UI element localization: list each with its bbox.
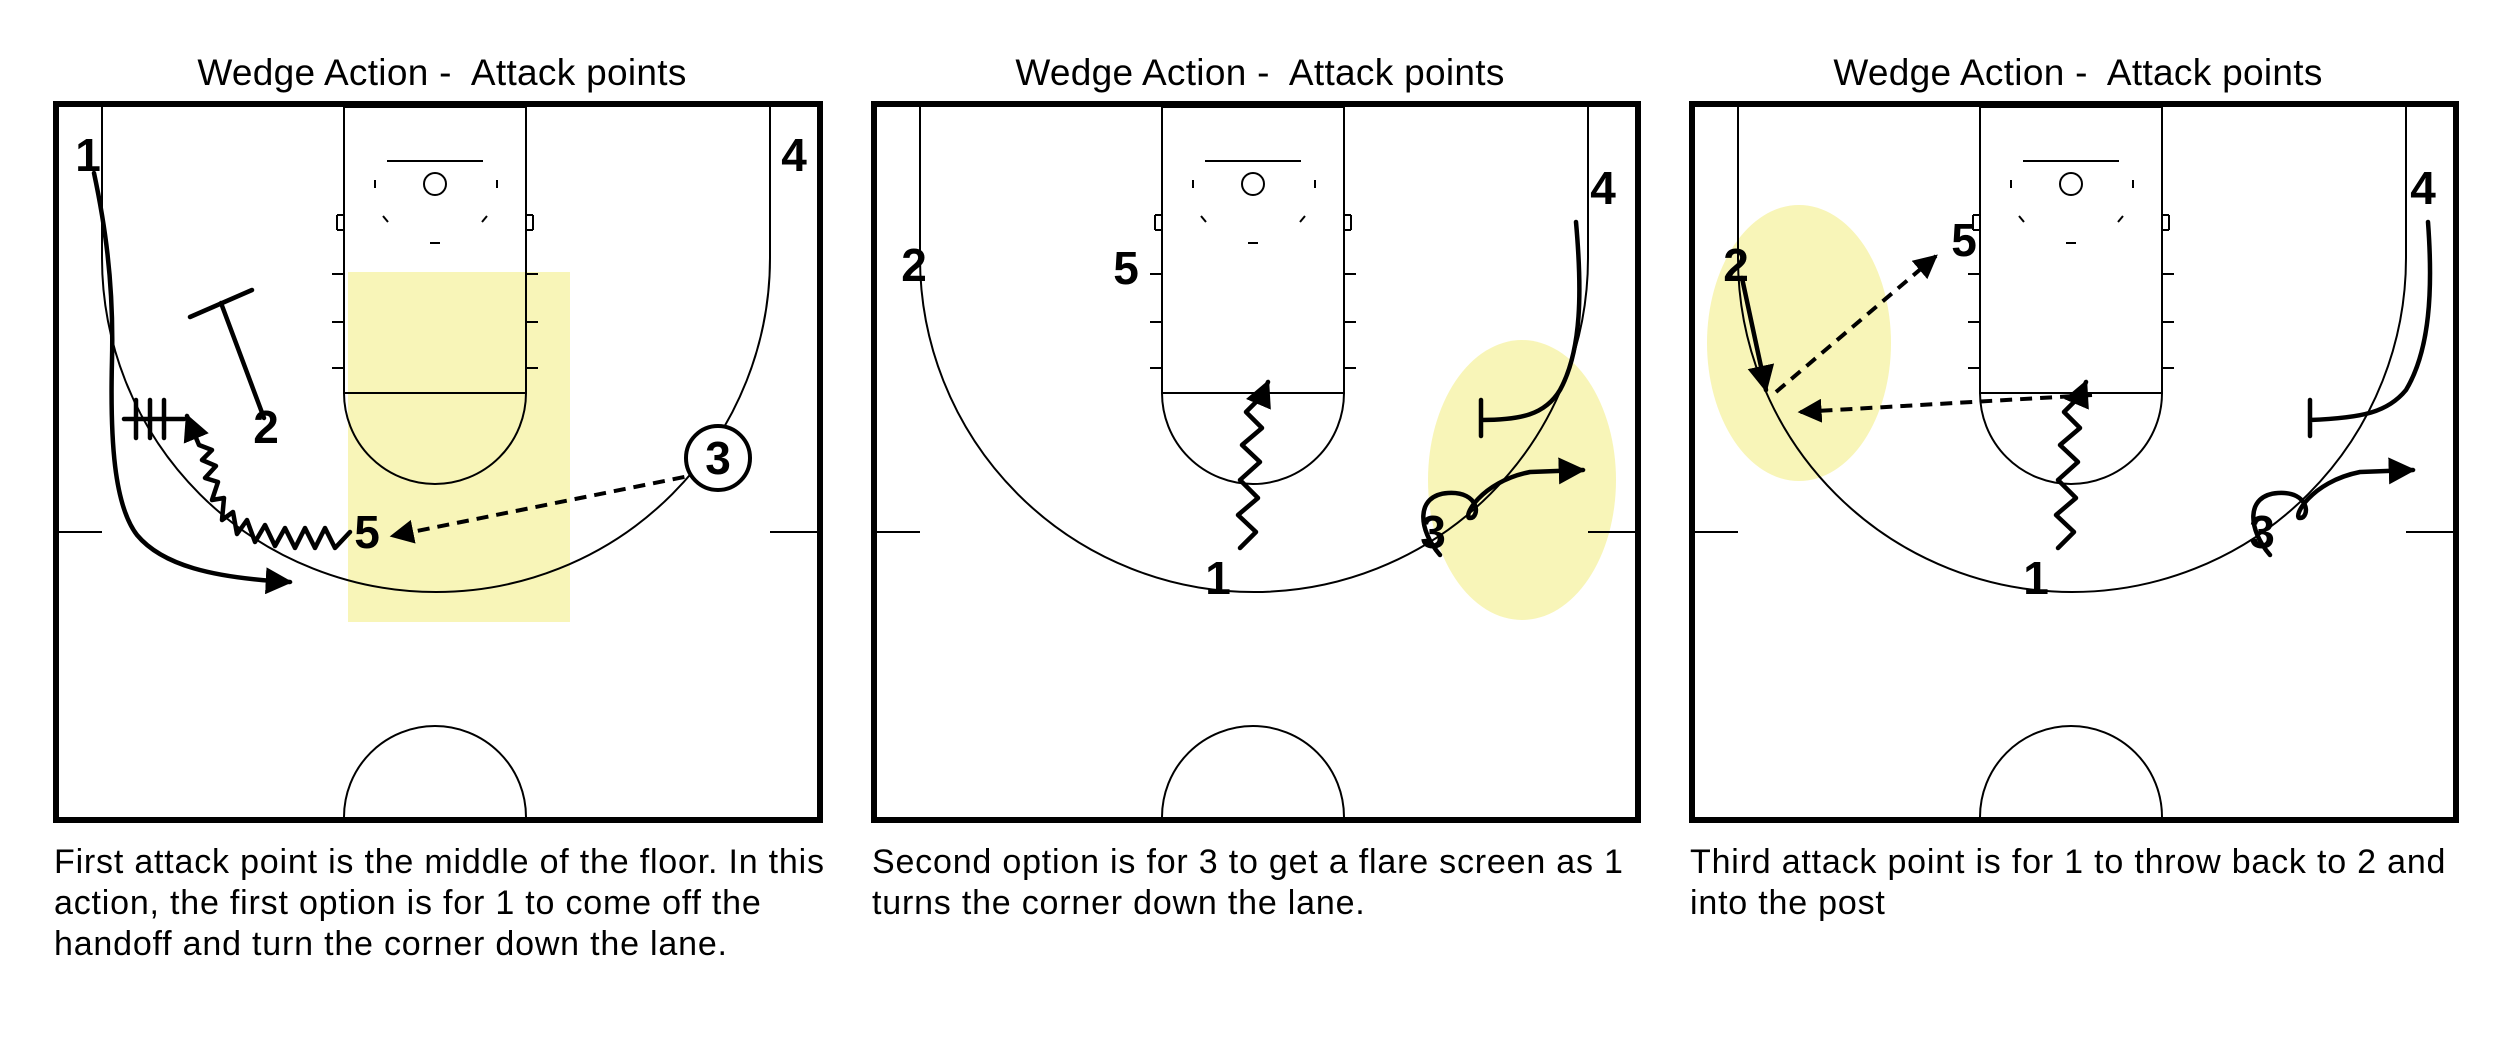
screen-line-2	[187, 287, 267, 421]
player-5: 5	[1951, 214, 1977, 266]
diagram-panel-1: Wedge Action - Attack points 1 2 3 4 5 F…	[52, 0, 832, 1039]
panel-title: Wedge Action - Attack points	[1833, 52, 2323, 93]
dribble-path-1	[2053, 379, 2089, 551]
dribble-path-5	[183, 413, 353, 551]
screen-path-4	[1478, 219, 1582, 439]
pass-line-3-5	[389, 471, 705, 544]
player-5: 5	[354, 506, 380, 558]
handoff-marks	[121, 397, 187, 441]
panel-caption: Second option is for 3 to get a flare sc…	[872, 843, 1624, 922]
cut-path-3	[2251, 457, 2416, 558]
ball-indicator	[684, 424, 752, 492]
panel-caption: First attack point is the middle of the …	[54, 843, 825, 963]
player-3: 3	[705, 432, 731, 484]
player-1: 1	[2023, 552, 2049, 604]
player-4: 4	[781, 129, 807, 181]
player-2: 2	[1723, 239, 1749, 291]
cut-path-1	[91, 170, 293, 595]
panel-title: Wedge Action - Attack points	[1015, 52, 1505, 93]
court-diagram: 1 2 3 4 5	[52, 100, 832, 830]
court-diagram: 1 2 3 4 5	[870, 100, 1650, 830]
player-3: 3	[2249, 506, 2275, 558]
dribble-path-1	[1235, 379, 1271, 551]
highlight-zone	[1707, 205, 1891, 481]
player-1: 1	[1205, 552, 1231, 604]
diagram-panel-3: Wedge Action - Attack points 1 2 3 4 5 T…	[1688, 0, 2468, 1039]
panel-title: Wedge Action - Attack points	[197, 52, 687, 93]
player-2: 2	[901, 239, 927, 291]
highlight-zone	[1428, 340, 1616, 620]
pass-line-2-5	[1774, 254, 1938, 394]
diagram-panel-2: Wedge Action - Attack points 1 2 3 4 5 S…	[870, 0, 1650, 1039]
panel-caption: Third attack point is for 1 to throw bac…	[1690, 843, 2447, 922]
highlight-zone	[348, 272, 570, 622]
player-3: 3	[1420, 506, 1446, 558]
cut-path-2	[1739, 275, 1775, 393]
player-2: 2	[253, 401, 279, 453]
player-5: 5	[1113, 242, 1139, 294]
player-4: 4	[1590, 162, 1616, 214]
pass-line-1-2	[1797, 393, 2093, 423]
cut-path-3	[1421, 457, 1586, 558]
player-1: 1	[75, 129, 101, 181]
screen-path-4	[2307, 219, 2433, 439]
player-4: 4	[2410, 162, 2436, 214]
court-diagram: 1 2 3 4 5	[1688, 100, 2468, 830]
